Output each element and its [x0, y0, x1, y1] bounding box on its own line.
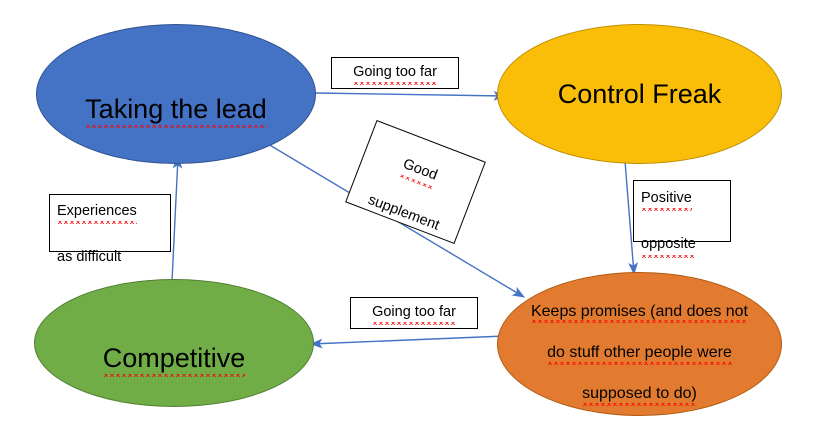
edge-line-competitive-to-lead — [171, 155, 183, 282]
node-keeps-promises-label: Keeps promises (and does not do stuff ot… — [523, 282, 756, 405]
edge-label-going-too-far-top[interactable]: Going too far — [331, 57, 459, 89]
node-taking-the-lead[interactable]: Taking the lead — [36, 24, 316, 164]
node-control-freak-label: Control Freak — [557, 78, 722, 109]
edge-label-good-supplement[interactable]: Good supplement — [345, 119, 486, 245]
edge-label-text: Going too far — [372, 300, 456, 325]
edge-label-going-too-far-bottom[interactable]: Going too far — [350, 297, 478, 329]
edge-label-text: Experiences as difficult — [57, 177, 137, 269]
edge-label-experiences-as-difficult[interactable]: Experiences as difficult — [49, 194, 171, 265]
node-keeps-promises[interactable]: Keeps promises (and does not do stuff ot… — [497, 272, 782, 416]
edge-label-text: Good supplement — [365, 154, 442, 234]
node-competitive-label: Competitive — [95, 309, 254, 377]
edge-label-text: Positive opposite — [641, 164, 696, 258]
edge-line-lead-to-control — [315, 90, 507, 101]
edge-label-text: Going too far — [353, 60, 437, 85]
node-taking-the-lead-label: Taking the lead — [77, 60, 275, 128]
node-control-freak[interactable]: Control Freak — [497, 24, 782, 164]
edge-line-keeps-promises-to-competitive — [309, 335, 506, 349]
edge-label-positive-opposite[interactable]: Positive opposite — [633, 180, 731, 256]
node-competitive[interactable]: Competitive — [34, 279, 314, 407]
